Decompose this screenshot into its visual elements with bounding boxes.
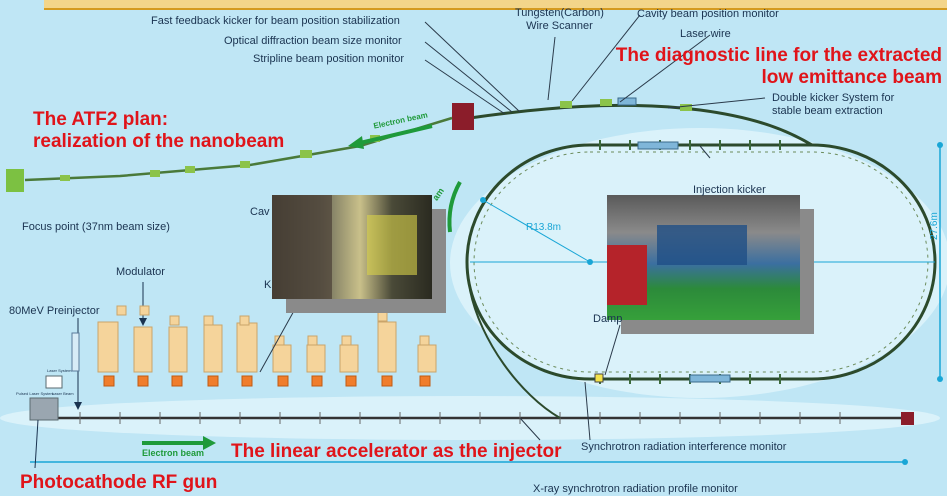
atf2-magnet-4	[240, 161, 250, 168]
label-optical-diffraction: Optical diffraction beam size monitor	[224, 35, 402, 47]
damping-ring-inner	[473, 151, 929, 373]
ring-marker	[594, 373, 604, 383]
label-sync-interference: Synchrotron radiation interference monit…	[581, 441, 787, 453]
ring-cavity-top	[637, 141, 679, 150]
label-small-3: Laser Beam	[52, 391, 74, 396]
modulator-5	[236, 322, 258, 373]
label-double-kicker: Double kicker System for stable beam ext…	[772, 92, 895, 117]
rf-gun-pointer	[34, 419, 39, 469]
transfer-line	[469, 289, 561, 419]
label-xray-monitor: X-ray synchrotron radiation profile moni…	[533, 483, 738, 495]
atf2-magnet-1	[60, 175, 70, 181]
label-tungsten: Tungsten(Carbon) Wire Scanner	[515, 7, 604, 32]
modulator-3	[168, 326, 188, 373]
rf-gun-box	[29, 397, 59, 421]
label-partial-cav: Cav	[250, 206, 270, 218]
leader-lines	[259, 14, 766, 441]
injection-arrow-arc	[447, 181, 462, 233]
extraction-line	[469, 103, 813, 147]
label-modulator: Modulator	[116, 266, 165, 278]
modulator-4	[203, 324, 223, 373]
modulator-1	[97, 321, 119, 373]
damping-ring	[465, 143, 937, 381]
linac-dump	[901, 412, 914, 425]
modulator-8	[339, 344, 359, 373]
label-partial-damp: Damp	[593, 313, 623, 325]
extraction-quad-1	[560, 101, 572, 108]
label-preinjector: 80MeV Preinjector	[9, 305, 100, 317]
extraction-quad-3	[680, 104, 692, 111]
linac-photo	[272, 195, 432, 299]
title-linac: The linear accelerator as the injector	[231, 441, 562, 462]
modulator-top-2	[139, 305, 150, 316]
ring-cavity-bottom	[689, 374, 731, 383]
electron-beam-arrow-top	[359, 124, 433, 145]
extraction-quad-2	[600, 99, 612, 106]
radius-line	[482, 199, 591, 263]
label-electron-beam-bottom: Electron beam	[142, 448, 205, 458]
label-small-2: Pulsed Laser System	[16, 391, 54, 396]
label-focus-point: Focus point (37nm beam size)	[22, 221, 170, 233]
modulator-10	[417, 344, 437, 373]
title-rf-gun: Photocathode RF gun	[20, 472, 218, 493]
laser-box	[45, 375, 63, 389]
modulator-units	[97, 305, 437, 373]
label-injection-kicker: Injection kicker	[693, 184, 766, 196]
dump-block-top	[452, 103, 474, 130]
radius-dot-2	[587, 259, 593, 265]
modulator-top-1	[116, 305, 127, 316]
focus-point-block	[6, 169, 24, 192]
atf2-magnet-2	[150, 170, 160, 177]
radius-dot-1	[480, 197, 486, 203]
atf2-magnet-3	[185, 166, 195, 173]
top-border-bar	[44, 0, 947, 10]
label-height-dim: 27.6m	[929, 212, 940, 240]
modulator-6	[272, 344, 292, 373]
atf2-magnet-5	[300, 150, 312, 158]
label-stripline: Stripline beam position monitor	[253, 53, 405, 65]
modulator-2	[133, 326, 153, 373]
label-small-1: Laser System	[47, 368, 72, 373]
label-partial-k: K	[264, 279, 272, 291]
label-fast-feedback: Fast feedback kicker for beam position s…	[151, 15, 400, 27]
extraction-cavity	[617, 97, 637, 106]
modulator-7	[306, 344, 326, 373]
klystron-markers	[103, 375, 431, 387]
label-cavity-bpm: Cavity beam position monitor	[637, 8, 779, 20]
title-atf2-plan: The ATF2 plan: realization of the nanobe…	[33, 109, 285, 152]
title-diagnostic-line: The diagnostic line for the extracted lo…	[615, 45, 942, 88]
label-radius: R13.8m	[526, 222, 562, 233]
modulator-9	[377, 321, 397, 373]
preinjector-rack	[71, 332, 80, 372]
label-laser-wire: Laser wire	[680, 28, 731, 40]
ring-photo	[607, 195, 800, 320]
